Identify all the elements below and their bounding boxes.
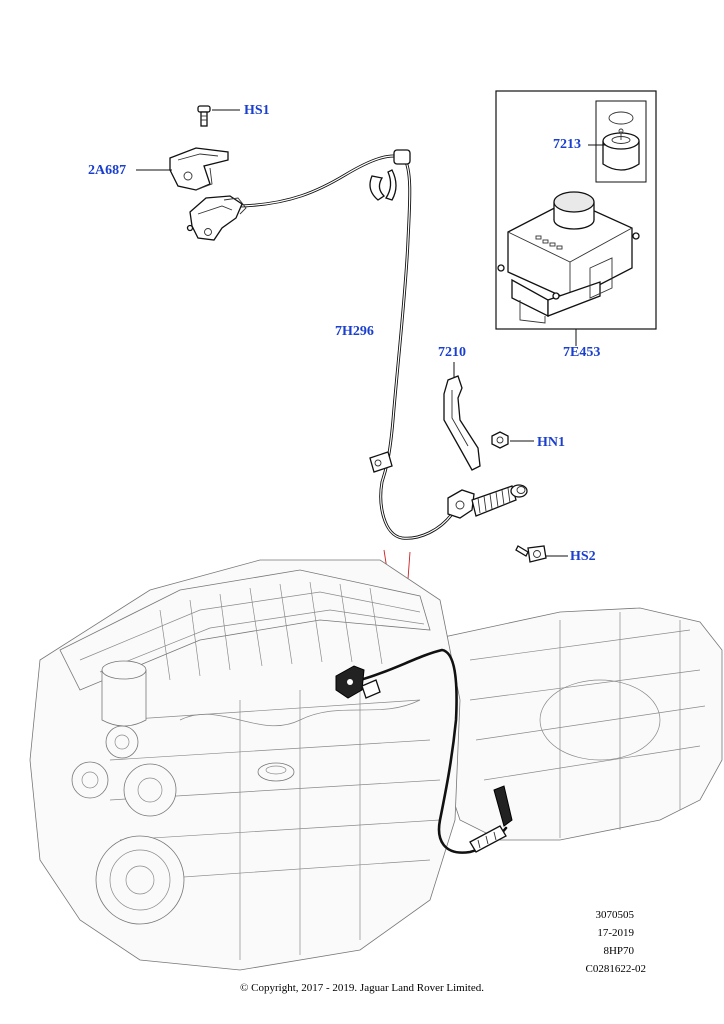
callout-7213: 7213 <box>553 137 581 152</box>
callout-hs1: HS1 <box>244 103 270 118</box>
cable-clip-lower <box>369 451 393 473</box>
nut-hn1 <box>491 431 509 449</box>
copyright-notice: © Copyright, 2017 - 2019. Jaguar Land Ro… <box>240 982 484 994</box>
installed-bracket-bottom <box>469 785 513 853</box>
callout-7h296: 7H296 <box>335 324 374 339</box>
reference-number: 3070505 <box>595 909 635 921</box>
cable-end-upper <box>186 195 247 241</box>
cable-bracket-2a687 <box>169 147 229 191</box>
cable-installed <box>358 648 508 854</box>
installed-bracket-top <box>335 665 381 699</box>
callout-7e453: 7E453 <box>563 345 601 360</box>
reference-transmission: 8HP70 <box>603 945 634 957</box>
reference-illustration-code: C0281622-02 <box>585 963 647 975</box>
engine-transmission-assembly <box>29 559 723 971</box>
cable-clip-upper <box>369 149 411 201</box>
callout-hn1: HN1 <box>537 435 565 450</box>
bolt-hs2 <box>515 545 547 563</box>
gear-selector-module-7e453 <box>497 191 640 324</box>
callout-hs2: HS2 <box>570 549 596 564</box>
selector-cable-7h296 <box>236 154 454 540</box>
cable-end-lower <box>447 484 528 519</box>
seal-7213 <box>602 111 640 171</box>
callout-2a687: 2A687 <box>88 163 127 178</box>
reference-model-year: 17-2019 <box>597 927 634 939</box>
abutment-bracket-7210 <box>443 375 481 471</box>
callout-7210: 7210 <box>438 345 466 360</box>
bolt-hs1 <box>197 105 211 127</box>
